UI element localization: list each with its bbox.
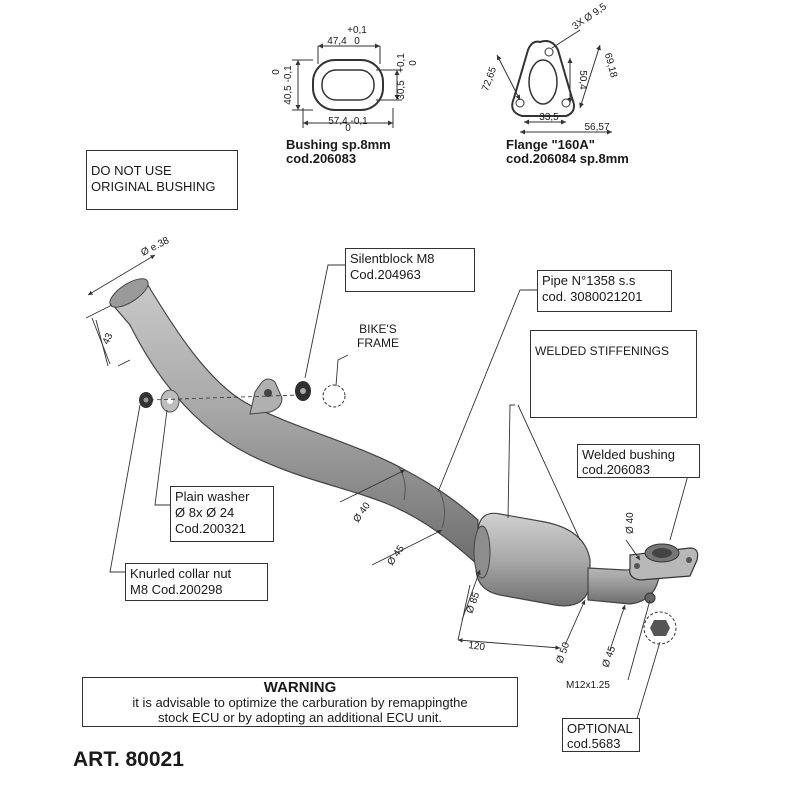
dia-45-a: Ø 45 (385, 543, 407, 567)
dia-50: Ø 50 (554, 640, 572, 665)
plain-washer-label: Plain washer (175, 489, 250, 504)
plain-washer (160, 389, 180, 413)
warning-line1: it is advisable to optimize the carburat… (132, 695, 468, 710)
warning-box: WARNING it is advisable to optimize the … (82, 677, 518, 727)
flange-hole-dia: Ø 9,5 (582, 1, 609, 24)
pipe-body (111, 281, 479, 567)
len-120: 120 (468, 640, 486, 653)
bushing-right-dim: 30,5 (396, 80, 407, 100)
dia-40-b: Ø 40 (625, 512, 636, 534)
bikes-frame-line2: FRAME (357, 336, 399, 350)
welded-stiffenings-box: WELDED STIFFENINGS (530, 330, 697, 418)
optional-sensor (643, 611, 677, 645)
flange-mid-dim: 50,4 (577, 70, 588, 90)
silentblock-label: Silentblock M8 (350, 251, 435, 266)
knurled-nut (139, 392, 153, 408)
bushing-code: cod.206083 (286, 151, 357, 166)
bushing-top-dim: 47,4 (327, 36, 347, 47)
flange-detail (496, 29, 612, 135)
pipe-label: Pipe N°1358 s.s (542, 273, 636, 288)
pipe-code: cod. 3080021201 (542, 289, 643, 304)
welded-bushing-callout: Welded bushing cod.206083 (577, 444, 700, 478)
plain-washer-code: Cod.200321 (175, 521, 246, 536)
article-number: ART. 80021 (73, 748, 184, 771)
silentblock-code: Cod.204963 (350, 267, 421, 282)
flange-left-dim: 72,65 (480, 65, 499, 93)
silentblock-callout: Silentblock M8 Cod.204963 (345, 248, 475, 292)
flange-bottom-inner: 33,5 (539, 112, 559, 123)
bracket (249, 378, 283, 415)
bushing-left-dim: 40,5 -0,1 (283, 65, 294, 105)
thread-dim: M12x1.25 (566, 680, 610, 691)
welded-bushing-code: cod.206083 (582, 462, 650, 477)
knurled-nut-code: M8 Cod.200298 (130, 582, 223, 597)
welded-flange (629, 543, 699, 581)
inlet-dia-dim: Ø e.38 (139, 235, 171, 259)
bushing-inner (321, 69, 375, 101)
exhaust-pipe (109, 278, 699, 607)
flange-outline (511, 40, 575, 117)
warning-line2: stock ECU or by adopting an additional E… (158, 710, 442, 725)
flange-title-block: Flange "160A" cod.206084 sp.8mm (506, 138, 629, 166)
plain-washer-size: Ø 8x Ø 24 (175, 505, 235, 520)
optional-label: OPTIONAL (567, 721, 633, 736)
flange-bottom-dim: 56,57 (584, 122, 609, 133)
plain-washer-callout: Plain washer Ø 8x Ø 24 Cod.200321 (170, 486, 274, 542)
optional-callout: OPTIONAL cod.5683 (562, 718, 640, 752)
bushing-detail (292, 43, 402, 128)
bushing-left-zero: 0 (271, 69, 282, 75)
dia-45-b: Ø 45 (600, 644, 618, 669)
flange-right-dim: 69,18 (602, 52, 619, 79)
catalyst-body (475, 512, 591, 607)
bikes-frame-label: BIKE'S FRAME (357, 322, 399, 350)
dia-85: Ø 85 (464, 590, 482, 615)
silentblock (295, 381, 311, 401)
bushing-bottom-zero: 0 (345, 123, 351, 134)
warning-title: WARNING (263, 679, 337, 696)
pipe-callout: Pipe N°1358 s.s cod. 3080021201 (537, 270, 672, 312)
do-not-use-line1: DO NOT USE (91, 163, 172, 178)
welded-stiffenings-label: WELDED STIFFENINGS (535, 344, 670, 358)
bushing-right-zero: 0 (408, 60, 419, 66)
bushing-bottom-dim: 57,4 -0,1 (328, 116, 368, 127)
flange-title: Flange "160A" (506, 137, 595, 152)
optional-code: cod.5683 (567, 736, 621, 751)
do-not-use-line2: ORIGINAL BUSHING (91, 179, 216, 194)
bushing-title: Bushing sp.8mm (286, 137, 391, 152)
bushing-top-tol: +0,1 (347, 25, 367, 36)
bushing-title-block: Bushing sp.8mm cod.206083 (286, 138, 391, 166)
dia-40-a: Ø 40 (351, 500, 373, 524)
do-not-use-note: DO NOT USE ORIGINAL BUSHING (86, 150, 238, 210)
bikes-frame-marker (322, 384, 346, 408)
knurled-nut-callout: Knurled collar nut M8 Cod.200298 (125, 563, 268, 601)
bikes-frame-line1: BIKE'S (359, 322, 397, 336)
welded-bushing-label: Welded bushing (582, 447, 675, 462)
bushing-outline (312, 59, 384, 111)
bushing-right-tol: +0,1 (396, 53, 407, 73)
knurled-nut-label: Knurled collar nut (130, 566, 232, 581)
bushing-top-zero: 0 (354, 36, 360, 47)
flange-code: cod.206084 sp.8mm (506, 151, 629, 166)
inlet-len-dim: 43 (101, 331, 116, 346)
